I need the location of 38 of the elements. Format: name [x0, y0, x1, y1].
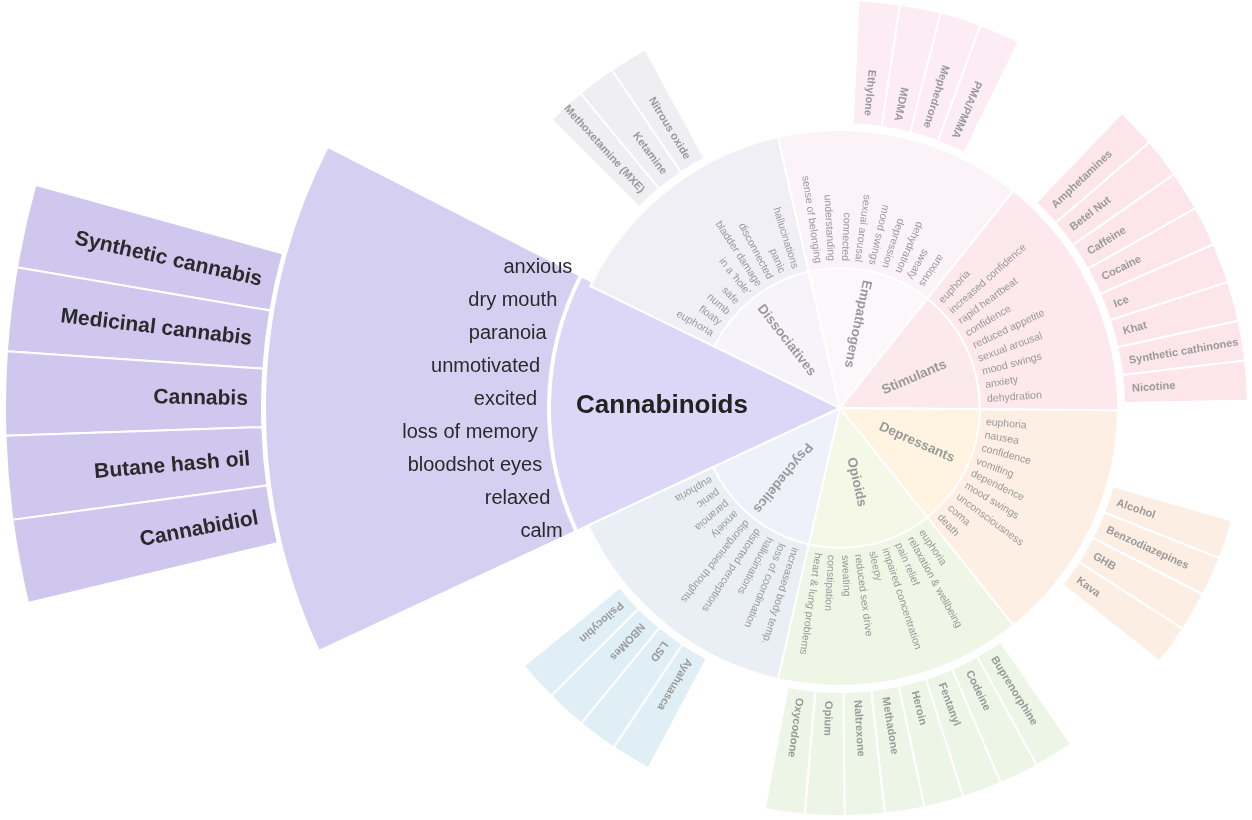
effect-label: euphoria	[985, 414, 1028, 431]
category-label: Opioids	[843, 455, 871, 509]
drug-label: Ethylone	[861, 69, 879, 117]
sunburst-segment	[898, 678, 964, 808]
drug-label: Methadone	[880, 696, 902, 756]
effect-label: understanding	[822, 194, 839, 262]
sunburst-segment	[764, 687, 816, 815]
drug-label: Naltrexone	[851, 700, 868, 758]
drug-label: Ice	[1111, 292, 1131, 310]
drug-label: Khat	[1121, 318, 1149, 338]
effect-label: heart & lung problems	[797, 552, 825, 656]
drug-label: Butane hash oil	[93, 445, 252, 483]
drug-label: Cannabis	[153, 383, 249, 410]
drug-label: MDMA	[891, 85, 911, 122]
drug-label: Opium	[821, 700, 836, 736]
effect-label: calm	[520, 518, 563, 542]
drug-label: Medicinal cannabis	[59, 303, 254, 350]
effect-label: sense of belonging	[799, 174, 825, 264]
effect-label: excited	[473, 386, 538, 410]
effect-label: loss of memory	[402, 419, 538, 443]
effect-label: bloodshot eyes	[407, 452, 543, 476]
effect-label: connected	[839, 212, 854, 262]
effect-label: sweating	[839, 554, 854, 597]
effect-label: unmotivated	[431, 353, 541, 377]
drug-label: Oxycodone	[785, 697, 807, 759]
category-label: Cannabinoids	[576, 389, 748, 420]
effect-label: anxious	[503, 254, 573, 278]
effect-label: nausea	[983, 428, 1020, 447]
sunburst-segment	[12, 485, 278, 603]
effect-label: constipation	[823, 554, 839, 612]
effect-label: dry mouth	[468, 287, 558, 311]
effect-label: relaxed	[484, 485, 551, 509]
drug-label: Synthetic cathinones	[1127, 335, 1240, 366]
effect-label: paranoia	[468, 320, 547, 344]
drug-label: Nicotine	[1131, 379, 1177, 395]
drug-label: Heroin	[908, 689, 930, 727]
drug-label: Synthetic cannabis	[72, 225, 265, 291]
sunburst-segment	[5, 351, 264, 436]
